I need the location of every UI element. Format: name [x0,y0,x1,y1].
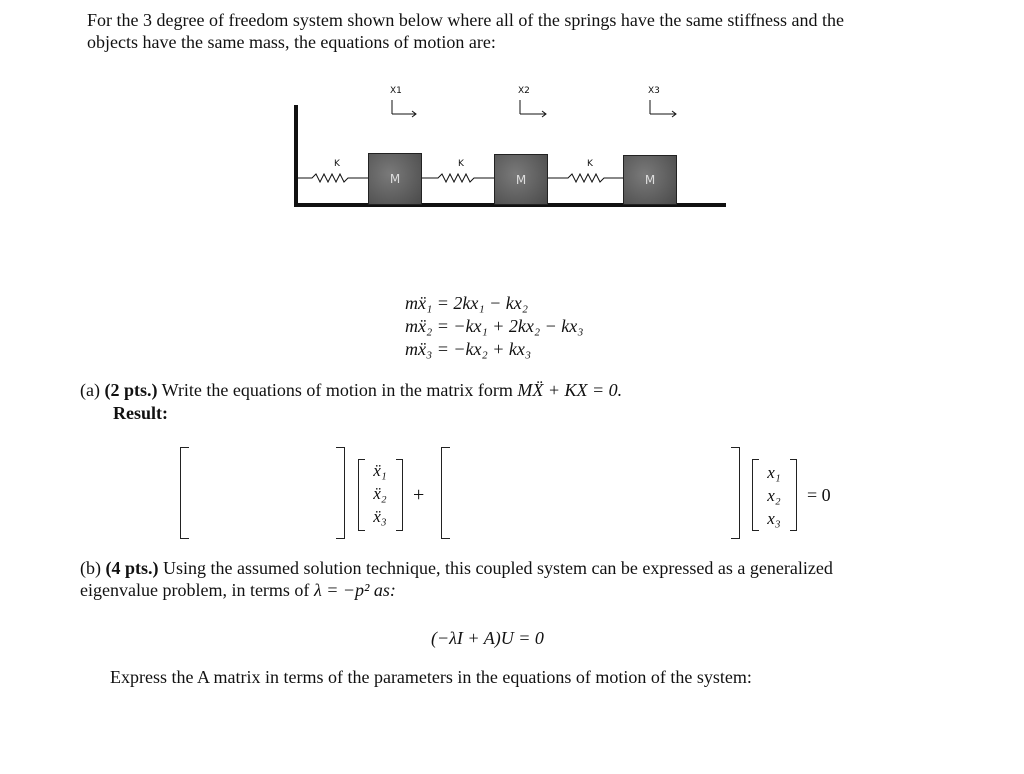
equals-zero: = 0 [807,485,831,505]
equation-2-lhs: mẍ₂ [405,316,433,336]
plus-sign: + [413,484,425,506]
part-a-text: Write the equations of motion in the mat… [161,380,513,400]
coord-label-x2: X2 [518,86,530,96]
part-a-question: (a) (2 pts.) Write the equations of moti… [80,379,622,401]
equation-3-lhs: mẍ₃ [405,339,433,359]
intro-line-1: For the 3 degree of freedom system shown… [87,10,844,30]
part-b-line-1: (b) (4 pts.) Using the assumed solution … [80,557,833,579]
equation-3-rhs: = −kx₂ + kx₃ [436,339,532,359]
disp-vector-right-bracket [790,459,797,531]
equation-2-rhs: = −kx₁ + 2kx₂ − kx₃ [436,316,584,336]
part-a-formula: MẌ + KX = 0. [517,380,623,400]
intro-line-2: objects have the same mass, the equation… [87,32,496,52]
equation-3: mẍ₃ = −kx₂ + kx₃ [405,338,584,361]
part-b-text-2: eigenvalue problem, in terms of [80,580,310,600]
accel-x2: ẍ₂ [373,484,387,503]
equations-of-motion: mẍ₁ = 2kx₁ − kx₂ mẍ₂ = −kx₁ + 2kx₂ − kx₃… [405,292,584,361]
disp-x3: x₃ [767,509,781,528]
spring-label-2: K [458,159,464,169]
part-b-text-1: Using the assumed solution technique, th… [163,558,833,578]
part-b-points: (4 pts.) [105,558,159,578]
stiffness-matrix-answer-area[interactable] [453,450,729,534]
spring-mass-diagram: X1 X2 X3 K K K M M M [280,80,740,220]
eigen-equation: (−λI + A)U = 0 [431,628,544,648]
spring-label-1: K [334,159,340,169]
diagram-lines [294,100,726,207]
disp-vector-left-bracket [752,459,759,531]
disp-x2: x₂ [767,486,781,505]
mass-block-3: M [623,155,677,205]
accel-x1: ẍ₁ [373,461,387,480]
result-label: Result: [113,403,168,423]
equation-1-rhs: = 2kx₁ − kx₂ [436,293,529,313]
mass-matrix-answer-area[interactable] [192,450,332,534]
equation-1-lhs: mẍ₁ [405,293,433,313]
disp-x1: x₁ [767,463,781,482]
part-b-label: (b) [80,558,101,578]
mass-matrix-right-bracket [336,447,345,539]
accel-x3: ẍ₃ [373,507,387,526]
equation-2: mẍ₂ = −kx₁ + 2kx₂ − kx₃ [405,315,584,338]
part-b-instruction: Express the A matrix in terms of the par… [110,667,752,687]
stiffness-matrix-left-bracket [441,447,450,539]
accel-vector-right-bracket [396,459,403,531]
part-b-line-2: eigenvalue problem, in terms of λ = −p² … [80,579,396,601]
accel-vector-left-bracket [358,459,365,531]
mass-matrix-left-bracket [180,447,189,539]
disp-vector: x₁ x₂ x₃ [760,461,788,530]
accel-vector: ẍ₁ ẍ₂ ẍ₃ [366,459,394,528]
stiffness-matrix-right-bracket [731,447,740,539]
mass-block-2: M [494,154,548,205]
part-a-points: (2 pts.) [104,380,158,400]
equation-1: mẍ₁ = 2kx₁ − kx₂ [405,292,584,315]
lambda-definition: λ = −p² as: [313,580,396,600]
part-a-label: (a) [80,380,100,400]
coord-label-x1: X1 [390,86,402,96]
spring-label-3: K [587,159,593,169]
coord-label-x3: X3 [648,86,660,96]
mass-block-1: M [368,153,422,205]
